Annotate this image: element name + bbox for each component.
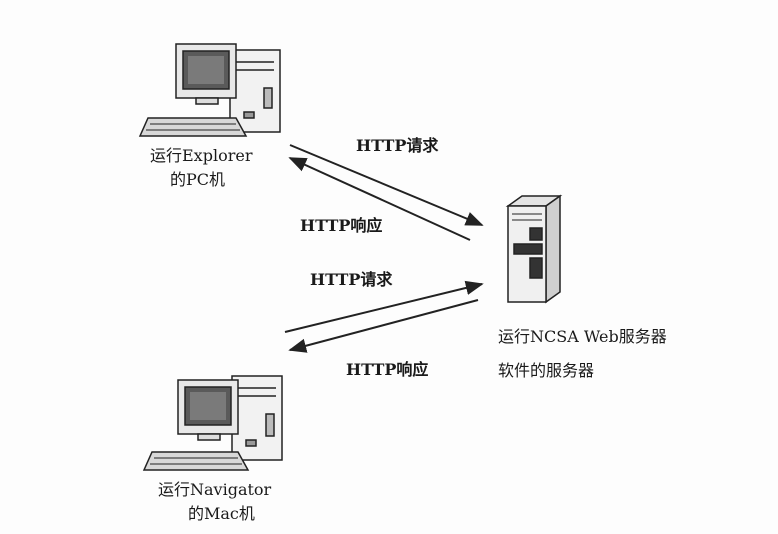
arrow-mac-request [284, 280, 484, 333]
mac-label-line1: 运行Navigator [158, 480, 272, 499]
pc-request-label: HTTP请求 [356, 136, 439, 155]
mac-label: 运行Navigator 的Mac机 [158, 478, 271, 526]
pc-response-label: HTTP响应 [300, 216, 383, 235]
arrow-pc-request [289, 144, 484, 226]
pc-label-line1: 运行Explorer [150, 146, 253, 165]
server-label-line1: 运行NCSA Web服务器 [498, 327, 667, 346]
pc-label: 运行Explorer 的PC机 [150, 144, 252, 192]
pc-label-line2: 的PC机 [170, 170, 226, 189]
mac-response-label: HTTP响应 [346, 360, 429, 379]
arrow-pc-response [288, 157, 471, 241]
arrow-mac-response [288, 299, 479, 353]
pc-computer-icon [138, 43, 281, 137]
mac-request-label: HTTP请求 [310, 270, 393, 289]
mac-computer-icon [142, 375, 283, 471]
mac-label-line2: 的Mac机 [188, 504, 255, 523]
server-icon [505, 194, 563, 304]
server-label-line2: 软件的服务器 [498, 361, 595, 380]
server-label: 运行NCSA Web服务器 软件的服务器 [498, 320, 667, 388]
